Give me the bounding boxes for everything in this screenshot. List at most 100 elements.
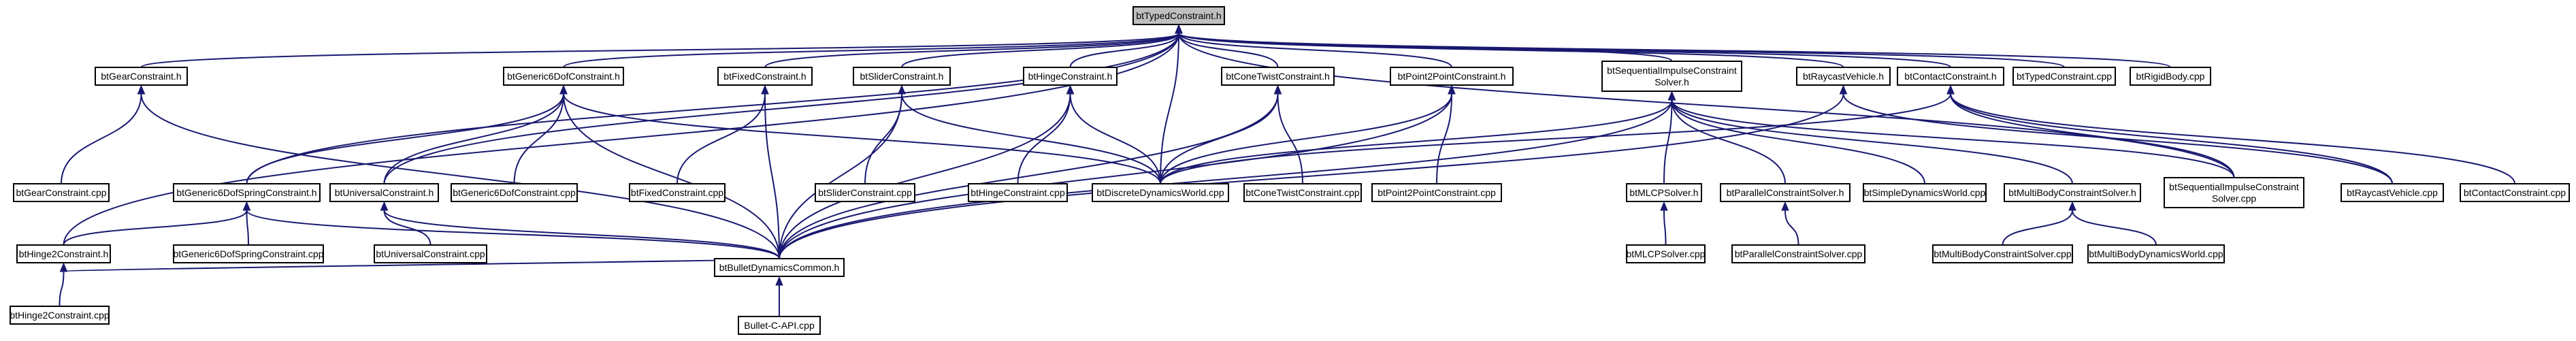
edge-bt-typed-constraint-h-to-bt-slider-constraint-h — [901, 33, 1179, 68]
node-label: btSliderConstraint.cpp — [818, 187, 912, 198]
node-label: btTypedConstraint.cpp — [2017, 71, 2112, 82]
edge-bt-contact-constraint-h-to-bt-sequential-impulse-constraint-solver-cpp — [1950, 93, 2235, 178]
node-bt-discrete-dynamics-world-cpp[interactable]: btDiscreteDynamicsWorld.cpp — [1092, 183, 1229, 202]
graph-edges — [59, 24, 2515, 316]
node-bt-multi-body-constraint-solver-cpp[interactable]: btMultiBodyConstraintSolver.cpp — [1932, 244, 2073, 263]
edge-bt-contact-constraint-h-to-bt-contact-constraint-cpp — [1950, 93, 2515, 184]
node-label: btTypedConstraint.h — [1136, 10, 1221, 21]
node-bt-contact-constraint-cpp[interactable]: btContactConstraint.cpp — [2460, 183, 2570, 202]
node-box — [968, 183, 1068, 202]
node-label: btMultiBodyConstraintSolver.cpp — [1934, 248, 2072, 259]
node-label: btRaycastVehicle.h — [1803, 71, 1884, 82]
node-bt-contact-constraint-h[interactable]: btContactConstraint.h — [1897, 67, 2004, 86]
node-bt-fixed-constraint-h[interactable]: btFixedConstraint.h — [717, 67, 813, 86]
edge-bt-hinge2-constraint-h-to-bt-hinge2-constraint-cpp — [59, 271, 65, 307]
node-bt-generic6-dof-constraint-h[interactable]: btGeneric6DofConstraint.h — [503, 67, 624, 86]
node-bt-bullet-dynamics-common-h[interactable]: btBulletDynamicsCommon.h — [714, 258, 845, 277]
node-bt-multi-body-constraint-solver-h[interactable]: btMultiBodyConstraintSolver.h — [2004, 183, 2141, 202]
node-label: btHingeConstraint.h — [1028, 71, 1113, 82]
node-label: btUniversalConstraint.h — [335, 187, 434, 198]
node-box — [1626, 183, 1702, 202]
edge-bt-sequential-impulse-constraint-solver-h-to-bt-simple-dynamics-world-cpp — [1671, 99, 1925, 184]
node-bt-point2-point-constraint-cpp[interactable]: btPoint2PointConstraint.cpp — [1371, 183, 1502, 202]
edge-bt-cone-twist-constraint-h-to-bt-cone-twist-constraint-cpp — [1277, 93, 1303, 184]
node-label: btSequentialImpulseConstraint — [2169, 182, 2299, 193]
node-box — [173, 244, 324, 263]
edge-bt-typed-constraint-h-to-bt-contact-constraint-h — [1178, 33, 1951, 68]
node-bt-rigid-body-cpp[interactable]: btRigidBody.cpp — [2130, 67, 2211, 86]
edge-bt-contact-constraint-h-to-bt-raycast-vehicle-cpp — [1950, 93, 2393, 184]
edge-bt-mlcpsolver-h-to-bt-mlcpsolver-cpp — [1663, 210, 1667, 246]
node-bt-parallel-constraint-solver-h[interactable]: btParallelConstraintSolver.h — [1720, 183, 1851, 202]
node-bt-hinge-constraint-h[interactable]: btHingeConstraint.h — [1023, 67, 1118, 86]
node-bt-gear-constraint-h[interactable]: btGearConstraint.h — [95, 67, 188, 86]
node-bt-hinge2-constraint-cpp[interactable]: btHinge2Constraint.cpp — [10, 306, 110, 325]
arrowhead-icon — [1273, 84, 1282, 95]
arrowhead-icon — [1175, 24, 1183, 34]
node-box — [2004, 183, 2141, 202]
edge-bt-point2-point-constraint-h-to-bt-point2-point-constraint-cpp — [1436, 93, 1452, 184]
node-box — [2012, 67, 2116, 86]
graph-nodes: btTypedConstraint.h btGearConstraint.h btG… — [10, 6, 2570, 335]
node-bt-generic6-dof-spring-constraint-cpp[interactable]: btGeneric6DofSpringConstraint.cpp — [173, 244, 324, 263]
node-bt-fixed-constraint-cpp[interactable]: btFixedConstraint.cpp — [629, 183, 725, 202]
arrowhead-icon — [1667, 91, 1676, 101]
node-bt-parallel-constraint-solver-cpp[interactable]: btParallelConstraintSolver.cpp — [1731, 244, 1865, 263]
node-label: btGeneric6DofConstraint.h — [507, 71, 620, 82]
node-bt-cone-twist-constraint-h[interactable]: btConeTwistConstraint.h — [1221, 67, 1335, 86]
node-box — [1731, 244, 1865, 263]
node-bt-generic6-dof-spring-constraint-h[interactable]: btGeneric6DofSpringConstraint.h — [173, 183, 321, 202]
edge-bt-typed-constraint-h-to-bt-generic6-dof-constraint-h — [563, 33, 1179, 68]
node-bt-slider-constraint-h[interactable]: btSliderConstraint.h — [853, 67, 951, 86]
node-bt-multi-body-dynamics-world-cpp[interactable]: btMultiBodyDynamicsWorld.cpp — [2087, 244, 2225, 263]
node-label: btMLCPSolver.cpp — [1627, 248, 1706, 259]
edge-bt-sequential-impulse-constraint-solver-h-to-bt-mlcpsolver-h — [1663, 99, 1673, 184]
node-bt-raycast-vehicle-cpp[interactable]: btRaycastVehicle.cpp — [2341, 183, 2444, 202]
node-bt-universal-constraint-cpp[interactable]: btUniversalConstraint.cpp — [374, 244, 487, 263]
node-label: btGeneric6DofSpringConstraint.cpp — [173, 248, 323, 259]
node-label: btRaycastVehicle.cpp — [2347, 187, 2438, 198]
node-box — [2341, 183, 2444, 202]
node-bt-mlcpsolver-cpp[interactable]: btMLCPSolver.cpp — [1626, 244, 1706, 263]
node-label: btSliderConstraint.h — [860, 71, 944, 82]
edge-bt-typed-constraint-h-to-bt-hinge-constraint-h — [1069, 33, 1179, 68]
edge-bt-gear-constraint-h-to-bt-gear-constraint-cpp — [61, 93, 142, 184]
edge-bt-generic6-dof-constraint-h-to-bt-bullet-dynamics-common-h — [563, 93, 780, 259]
node-label: btGeneric6DofConstraint.cpp — [453, 187, 576, 198]
node-bt-raycast-vehicle-h[interactable]: btRaycastVehicle.h — [1796, 67, 1891, 86]
node-box — [1932, 244, 2073, 263]
node-box — [1601, 61, 1742, 92]
arrowhead-icon — [775, 276, 783, 286]
node-bt-slider-constraint-cpp[interactable]: btSliderConstraint.cpp — [815, 183, 915, 202]
node-label: btConeTwistConstraint.cpp — [1245, 187, 1360, 198]
node-bullet-c-api-cpp[interactable]: Bullet-C-API.cpp — [738, 316, 821, 335]
node-bt-hinge2-constraint-h[interactable]: btHinge2Constraint.h — [16, 244, 111, 263]
node-bt-hinge-constraint-cpp[interactable]: btHingeConstraint.cpp — [968, 183, 1068, 202]
edge-bt-sequential-impulse-constraint-solver-h-to-bt-bullet-dynamics-common-h — [779, 99, 1673, 259]
node-box — [717, 67, 813, 86]
edge-bt-sequential-impulse-constraint-solver-h-to-bt-discrete-dynamics-world-cpp — [1160, 99, 1673, 184]
node-label: btPoint2PointConstraint.h — [1398, 71, 1506, 82]
node-box — [738, 316, 821, 335]
node-bt-cone-twist-constraint-cpp[interactable]: btConeTwistConstraint.cpp — [1243, 183, 1362, 202]
arrowhead-icon — [242, 201, 251, 211]
edge-bt-typed-constraint-h-to-bt-universal-constraint-h — [383, 33, 1179, 184]
node-box — [815, 183, 915, 202]
edge-bt-typed-constraint-h-to-bt-discrete-dynamics-world-cpp — [1160, 33, 1179, 184]
node-label: btPoint2PointConstraint.cpp — [1377, 187, 1496, 198]
edge-bt-universal-constraint-h-to-bt-universal-constraint-cpp — [383, 210, 431, 246]
edge-bt-gear-constraint-h-to-bt-bullet-dynamics-common-h — [140, 93, 780, 259]
node-bt-generic6-dof-constraint-cpp[interactable]: btGeneric6DofConstraint.cpp — [451, 183, 578, 202]
node-box — [1023, 67, 1118, 86]
node-label: btContactConstraint.h — [1904, 71, 1996, 82]
node-bt-typed-constraint-cpp[interactable]: btTypedConstraint.cpp — [2012, 67, 2116, 86]
node-bt-gear-constraint-cpp[interactable]: btGearConstraint.cpp — [13, 183, 110, 202]
node-box — [2130, 67, 2211, 86]
node-bt-simple-dynamics-world-cpp[interactable]: btSimpleDynamicsWorld.cpp — [1863, 183, 1987, 202]
node-bt-universal-constraint-h[interactable]: btUniversalConstraint.h — [329, 183, 439, 202]
node-label: btContactConstraint.cpp — [2464, 187, 2566, 198]
node-bt-mlcpsolver-h[interactable]: btMLCPSolver.h — [1626, 183, 1702, 202]
node-bt-point2-point-constraint-h[interactable]: btPoint2PointConstraint.h — [1390, 67, 1514, 86]
